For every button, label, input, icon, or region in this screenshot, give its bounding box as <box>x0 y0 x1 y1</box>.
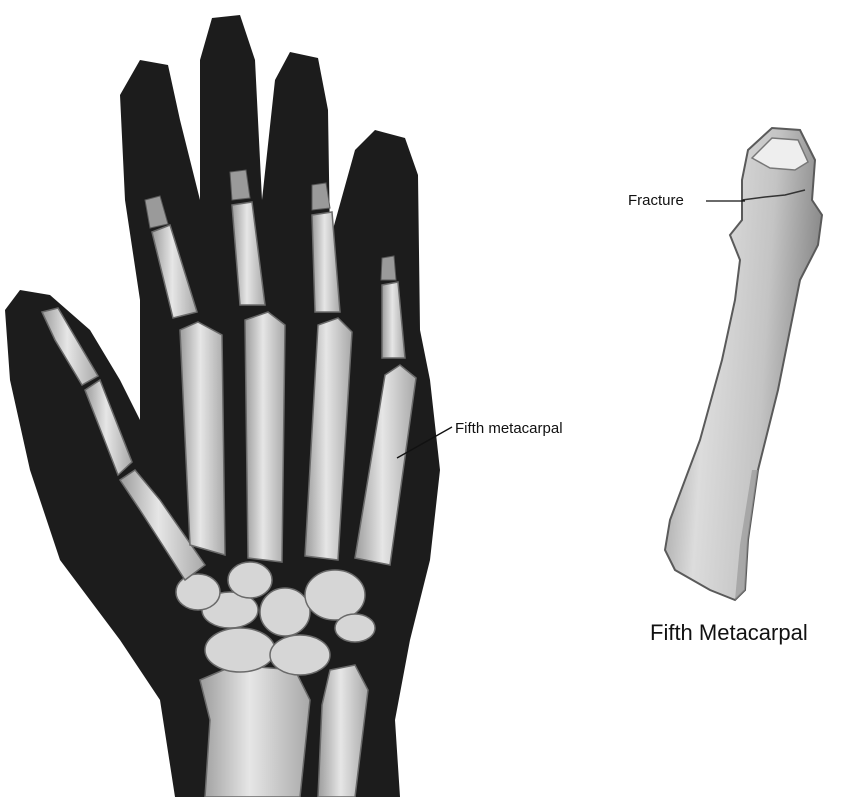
isolated-fifth-metacarpal <box>665 128 822 600</box>
fifth-metacarpal-caption: Fifth Metacarpal <box>650 620 808 646</box>
fifth-metacarpal-hand-label: Fifth metacarpal <box>455 420 563 437</box>
fracture-label: Fracture <box>628 192 684 209</box>
radius-bone <box>200 665 310 797</box>
hand-illustration <box>5 15 440 797</box>
